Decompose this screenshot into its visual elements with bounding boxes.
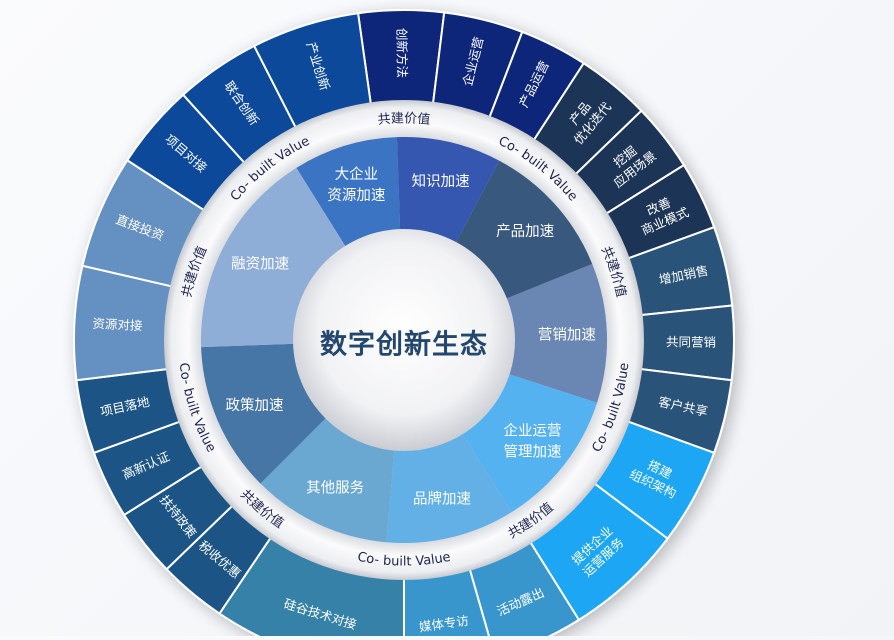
value-ring-label: Co- built Value: [356, 550, 452, 570]
inner-segment: 融资加速: [200, 167, 348, 348]
outer-segment: 客户共享: [626, 367, 733, 455]
inner-segment-shape: [386, 430, 512, 543]
outer-segment: 创新方法: [356, 9, 446, 106]
outer-segment-label: 资源对接: [92, 316, 143, 333]
inner-segment: 大企业资源加速: [296, 137, 401, 250]
inner-segment-shape: [503, 263, 607, 403]
inner-segment: 产品加速: [454, 160, 593, 300]
inner-segment: 营销加速: [503, 263, 607, 403]
outer-segment: 硅谷技术对接: [218, 535, 405, 640]
inner-segment-label: 大企业资源加速: [327, 165, 385, 204]
inner-segment-label: 其他服务: [306, 480, 364, 497]
outer-segment: 搭建组织架构: [592, 420, 716, 540]
outer-segment-label: 创新方法: [394, 28, 409, 78]
outer-ring: 创新方法企业运营产品运营产品优化迭代挖掘应用场景改善商业模式增加销售共同营销客户…: [73, 9, 735, 640]
inner-segment: 政策加速: [201, 343, 329, 484]
outer-segment: 共同营销: [639, 304, 735, 382]
inner-segment: 企业运营管理加速: [460, 373, 598, 513]
inner-segment: 品牌加速: [386, 430, 512, 543]
outer-segment: 产品运营: [488, 30, 586, 142]
inner-segment-label: 知识加速: [412, 173, 470, 190]
outer-segment-label: 媒体专访: [418, 613, 470, 635]
inner-segment-label: 产品加速: [496, 223, 554, 240]
inner-segment-shape: [460, 373, 598, 513]
inner-segment-label: 品牌加速: [413, 490, 471, 507]
inner-segment-label: 营销加速: [538, 326, 596, 343]
inner-segment-shape: [200, 167, 348, 348]
outer-segment: 联合创新: [181, 44, 298, 165]
outer-segment: 税收优惠: [165, 503, 273, 615]
inner-segment-label: 政策加速: [226, 397, 284, 414]
inner-segment-label: 企业运营管理加速: [503, 421, 561, 460]
outer-segment: 产业创新: [252, 12, 373, 130]
inner-segment: 其他服务: [260, 415, 395, 543]
inner-segment-shape: [454, 160, 593, 300]
inner-segment-label: 融资加速: [231, 255, 289, 272]
center-circle: [293, 229, 515, 451]
inner-segment-shape: [296, 137, 401, 250]
outer-segment: 改善商业模式: [604, 163, 716, 260]
center-core: 数字创新生态: [293, 229, 515, 451]
inner-segment: 知识加速: [396, 136, 500, 246]
inner-segment-shape: [396, 136, 500, 246]
outer-segment: 项目落地: [75, 367, 182, 455]
outer-segment: 项目对接: [125, 93, 247, 212]
inner-segment-shape: [201, 343, 329, 484]
outer-segment-label: 共同营销: [666, 334, 716, 349]
inner-segment-shape: [260, 415, 395, 543]
center-title: 数字创新生态: [320, 329, 488, 361]
